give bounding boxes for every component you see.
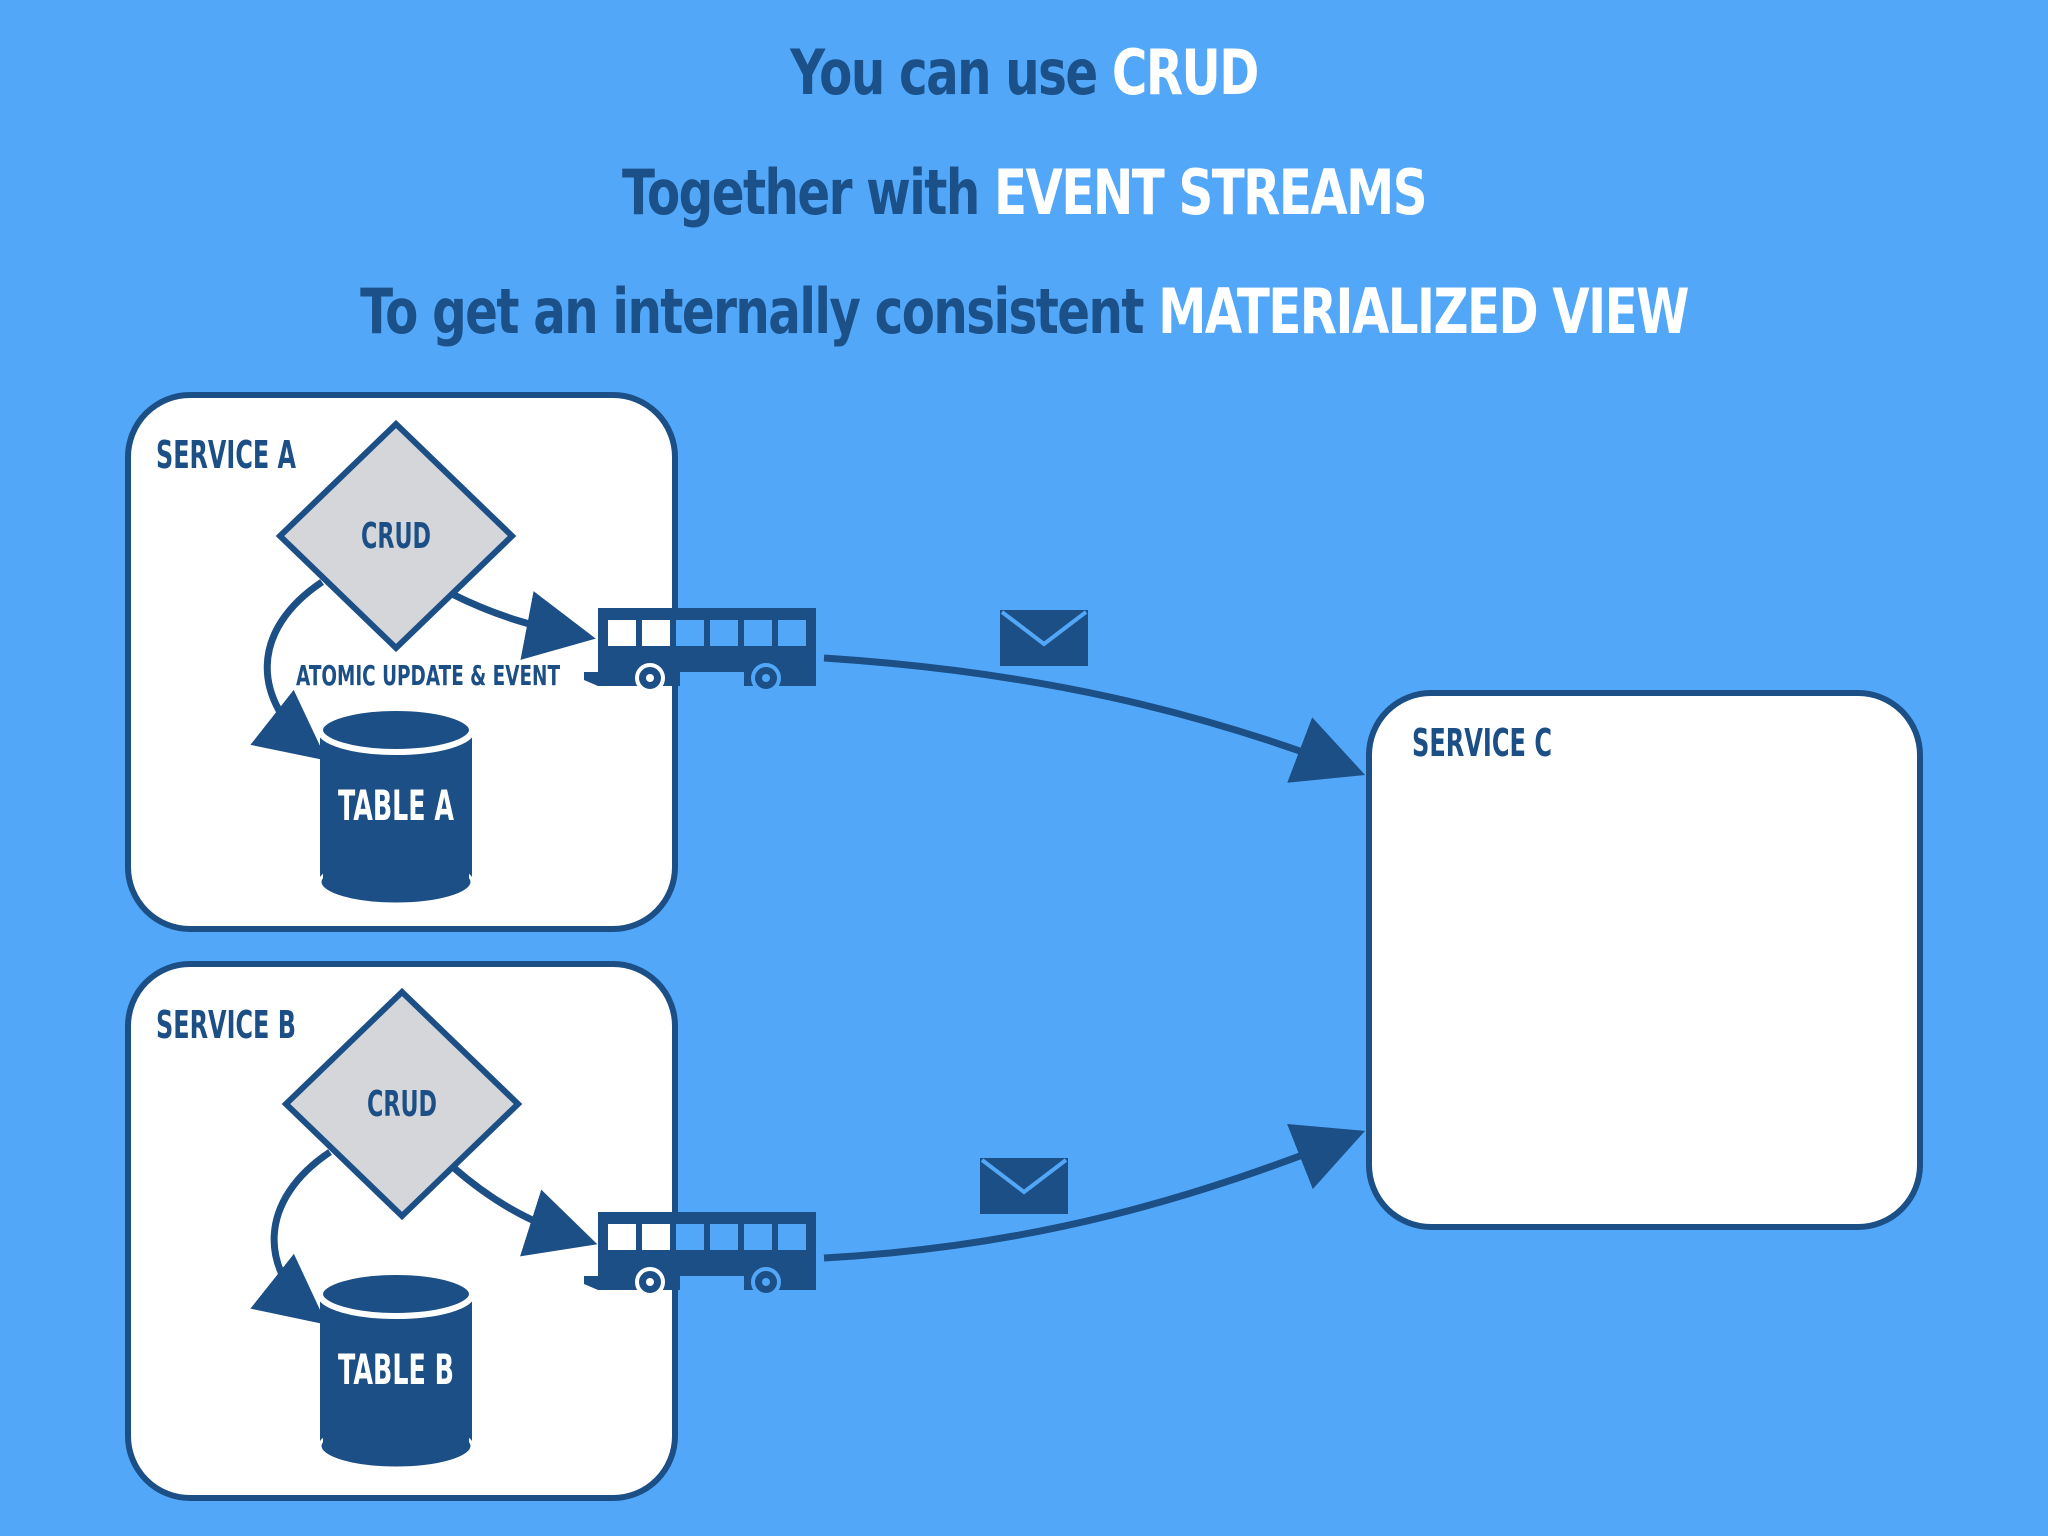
service-a-label: SERVICE A [156,433,296,477]
service-c-box: SERVICE C [1366,690,1923,1230]
bus-icon [584,606,818,692]
headline-line-2-prefix: Together with [621,156,995,229]
service-a-annotation: ATOMIC UPDATE & EVENT [296,659,560,692]
headline-line-1-highlight: CRUD [1111,36,1259,109]
service-b-crud-to-table-arrow [250,1149,332,1325]
service-b-crud-label: CRUD [367,1084,437,1125]
service-b-crud-to-bus-arrow [451,1165,598,1257]
headline-line-1: You can use CRUD [225,36,1822,109]
headline-line-2-highlight: EVENT STREAMS [994,156,1428,229]
stream-a-to-service-c-arrow [823,654,1366,783]
stream-b-to-service-c-arrow [823,1124,1366,1262]
database-icon: TABLE A [317,705,475,906]
service-a-crud-label: CRUD [361,516,431,557]
headline-line-3: To get an internally consistent MATERIAL… [225,275,1822,348]
service-b-box: SERVICE B CRUD TABLE B [125,961,678,1501]
envelope-icon [980,1158,1068,1214]
database-icon: TABLE B [317,1269,475,1470]
service-c-label: SERVICE C [1412,721,1552,765]
service-b-crud-diamond: CRUD [281,987,523,1221]
headline-line-1-prefix: You can use [790,36,1112,109]
table-a-label: TABLE A [338,781,454,830]
headline-line-3-prefix: To get an internally consistent [360,275,1159,348]
bus-icon [584,1210,818,1296]
headline-line-3-highlight: MATERIALIZED VIEW [1158,275,1689,348]
envelope-icon [1000,610,1088,666]
table-b-label: TABLE B [338,1345,454,1394]
service-a-crud-to-bus-arrow [450,590,596,660]
headline-line-2: Together with EVENT STREAMS [225,156,1822,229]
service-a-box: SERVICE A CRUD ATOMIC UPDATE & EVENT TAB… [125,392,678,932]
service-a-crud-to-table-arrow [250,579,327,761]
service-b-label: SERVICE B [156,1003,296,1047]
